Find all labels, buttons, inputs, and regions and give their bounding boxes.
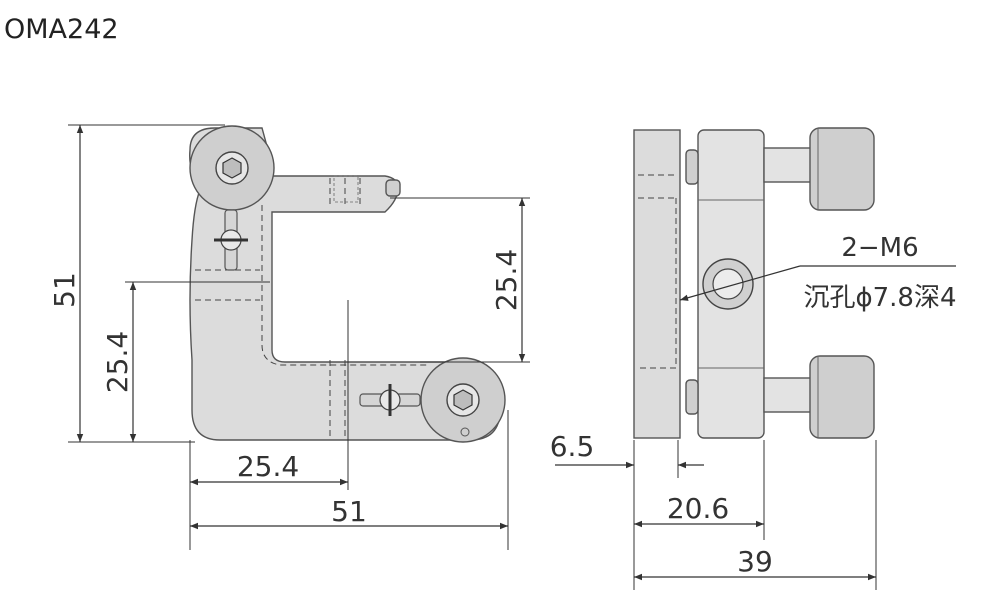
base-plate (633, 129, 681, 439)
dim-depth-inner-label: 20.6 (667, 492, 729, 525)
upper-lock-screw (214, 209, 248, 271)
dim-plate-label: 6.5 (550, 430, 595, 463)
drawing-title: OMA242 (4, 14, 119, 45)
callout-thread-label: 2−M6 (841, 233, 918, 263)
dim-width-half-label: 25.4 (237, 450, 299, 483)
lower-lock-screw (359, 384, 421, 416)
side-view: 2−M6 沉孔ϕ7.8深4 6.5 20.6 39 (550, 127, 957, 590)
dim-depth-label: 39 (737, 545, 773, 578)
dim-height-half-label: 25.4 (101, 331, 134, 393)
front-view: 51 25.4 25.4 25.4 51 (48, 124, 530, 550)
dim-height-label: 51 (48, 272, 81, 308)
side-lower-knob (809, 355, 875, 439)
dim-slot-label: 25.4 (490, 249, 523, 311)
upper-adjuster-knob (189, 125, 275, 211)
callout-counterbore-label: 沉孔ϕ7.8深4 (803, 283, 956, 313)
side-upper-knob (809, 127, 875, 211)
top-arm-pin (385, 179, 401, 197)
lower-adjuster-knob (420, 357, 506, 443)
dim-width-label: 51 (331, 495, 367, 528)
mounting-hole (702, 258, 754, 310)
